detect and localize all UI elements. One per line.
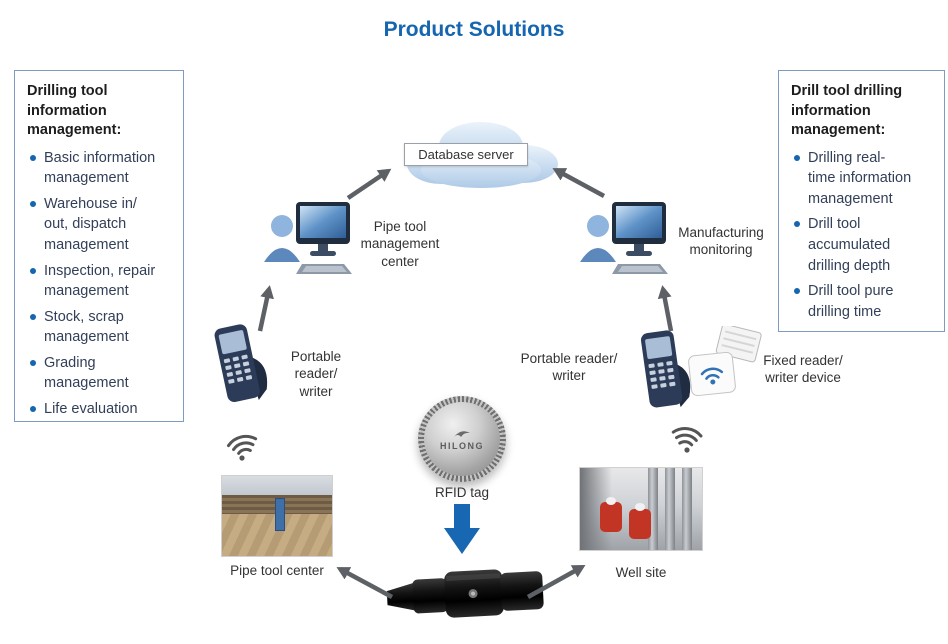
drill-tool-image: [386, 569, 544, 618]
arrow-right-reader-to-workstation: [657, 285, 674, 332]
rfid-brand-text: HILONG: [440, 440, 484, 451]
photo-drill-pipe: [648, 468, 659, 550]
photo-sky: [222, 476, 332, 496]
portable-reader-left-label: Portable reader/ writer: [290, 349, 342, 399]
workstation-icon: [580, 202, 668, 274]
list-item: Life evaluation: [27, 399, 175, 420]
pipe-tool-center-photo: [222, 476, 332, 556]
manufacturing-monitoring-label: Manufacturing monitoring: [678, 225, 764, 258]
page-title: Product Solutions: [383, 18, 565, 41]
drill-tool-drilling-info-panel: Drill tool drilling information manageme…: [778, 70, 945, 332]
photo-worker-helmet: [605, 496, 616, 505]
fixed-reader-label: Fixed reader/ writer device: [763, 353, 843, 386]
rfid-tag-face: HILONG: [424, 402, 500, 476]
photo-drill-pipe: [665, 468, 676, 550]
photo-worker: [599, 502, 622, 533]
left-panel-list: Basic information management Warehouse i…: [27, 148, 175, 420]
pipe-tool-management-center-label: Pipe tool management center: [360, 219, 440, 269]
photo-worker: [628, 509, 651, 539]
portable-reader-icon: [214, 324, 268, 402]
portable-reader-icon: [640, 330, 691, 408]
photo-drill-pipe: [682, 468, 693, 550]
list-item: Grading management: [27, 353, 175, 394]
wifi-signal-icon: [226, 434, 258, 461]
left-panel-heading: Drilling tool information management:: [27, 83, 122, 139]
list-item: Inspection, repair management: [27, 261, 175, 302]
arrow-left-workstation-to-cloud: [346, 168, 392, 200]
right-panel-heading: Drill tool drilling information manageme…: [791, 83, 903, 139]
right-panel-list: Drilling real- time information manageme…: [791, 148, 936, 323]
rfid-tag-image: HILONG: [418, 396, 506, 482]
arrow-rfid-to-drill: [444, 504, 480, 554]
rfid-logo-icon: [454, 430, 470, 437]
list-item: Drill tool pure drilling time: [791, 281, 936, 322]
photo-blue-stand: [274, 498, 285, 531]
well-site-label: Well site: [615, 565, 667, 580]
list-item: Drill tool accumulated drilling depth: [791, 214, 936, 276]
pipe-tool-center-label: Pipe tool center: [230, 563, 324, 578]
list-item: Warehouse in/ out, dispatch management: [27, 194, 175, 256]
photo-worker-helmet: [634, 503, 645, 512]
wifi-signal-icon: [671, 427, 703, 453]
portable-reader-right-label: Portable reader/ writer: [520, 351, 618, 384]
database-server-label: Database server: [404, 143, 528, 166]
list-item: Basic information management: [27, 148, 175, 189]
drilling-tool-info-panel: Drilling tool information management: Ba…: [14, 70, 184, 422]
fixed-reader-icon: [688, 326, 762, 397]
list-item: Stock, scrap management: [27, 307, 175, 348]
well-site-photo: [580, 468, 702, 550]
list-item: Drilling real- time information manageme…: [791, 148, 936, 210]
workstation-icon: [264, 202, 352, 274]
rfid-tag-label: RFID tag: [434, 485, 489, 500]
